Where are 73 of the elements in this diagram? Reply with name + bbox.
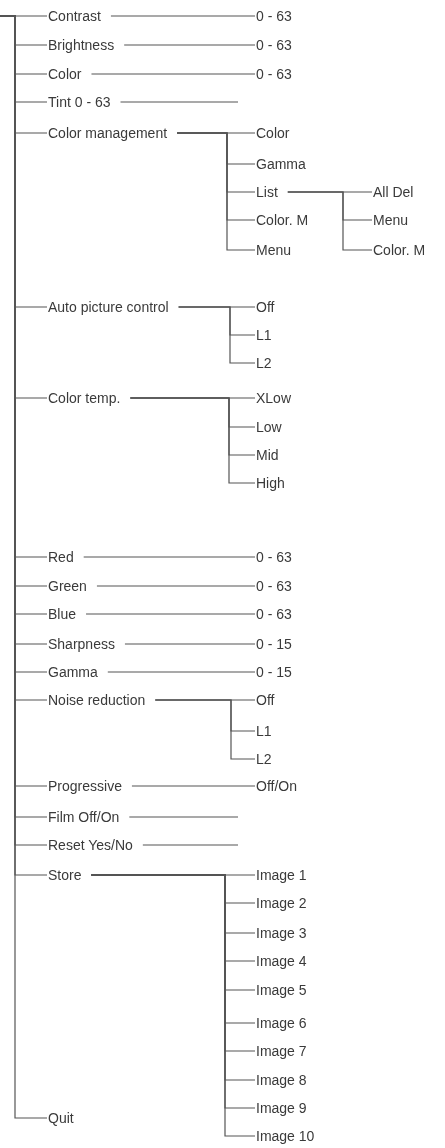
connector-line (96, 585, 256, 587)
connector-line (90, 73, 256, 75)
menu-label: List (256, 184, 278, 200)
menu-label: Color. M (256, 212, 309, 228)
menu-label: 0 - 63 (256, 66, 292, 82)
menu-label: Gamma (256, 156, 306, 172)
menu-label: Sharpness (48, 636, 115, 652)
connector-line (287, 191, 373, 251)
connector-line (128, 816, 239, 818)
menu-label: Auto picture control (48, 299, 169, 315)
menu-label: Progressive (48, 778, 122, 794)
connector-line (124, 643, 256, 645)
menu-label: Green (48, 578, 87, 594)
menu-label: Reset Yes/No (48, 837, 133, 853)
connector-line (0, 15, 48, 1119)
menu-label: Menu (256, 242, 292, 258)
menu-label: Image 6 (256, 1015, 307, 1031)
connector-line (119, 101, 239, 103)
menu-label: Low (256, 419, 282, 435)
menu-label: Tint 0 - 63 (48, 94, 111, 110)
menu-label: 0 - 63 (256, 8, 292, 24)
menu-label: Image 5 (256, 982, 307, 998)
menu-label: 0 - 63 (256, 606, 292, 622)
connector-line (142, 844, 239, 846)
menu-label: Menu (373, 212, 409, 228)
menu-label: Store (48, 867, 82, 883)
connector-line (176, 132, 256, 251)
menu-label: Gamma (48, 664, 98, 680)
menu-label: Color (256, 125, 290, 141)
menu-label: Color management (48, 125, 168, 141)
menu-label: L1 (256, 327, 272, 343)
menu-label: L2 (256, 355, 272, 371)
menu-label: Contrast (48, 8, 101, 24)
menu-label: Image 2 (256, 895, 307, 911)
menu-label: Image 10 (256, 1128, 315, 1144)
menu-label: 0 - 63 (256, 578, 292, 594)
menu-label: Noise reduction (48, 692, 146, 708)
menu-label: L2 (256, 751, 272, 767)
menu-label: 0 - 15 (256, 664, 292, 680)
connector-line (110, 15, 256, 17)
menu-label: 0 - 15 (256, 636, 292, 652)
menu-label: Off (256, 299, 275, 315)
menu-label: Color temp. (48, 390, 121, 406)
connector-line (85, 613, 256, 615)
connector-line (154, 699, 256, 760)
menu-label: Image 9 (256, 1100, 307, 1116)
menu-label: Off/On (256, 778, 297, 794)
menu-label: Color (48, 66, 82, 82)
menu-label: 0 - 63 (256, 549, 292, 565)
connector-line (129, 397, 256, 484)
menu-label: All Del (373, 184, 414, 200)
menu-label: Blue (48, 606, 77, 622)
connector-line (131, 785, 256, 787)
menu-label: Brightness (48, 37, 115, 53)
menu-label: 0 - 63 (256, 37, 292, 53)
menu-label: Quit (48, 1110, 74, 1126)
menu-label: Image 8 (256, 1072, 307, 1088)
menu-label: Image 1 (256, 867, 307, 883)
menu-label: XLow (256, 390, 292, 406)
connector-line (123, 44, 256, 46)
menu-label: Image 7 (256, 1043, 307, 1059)
menu-label: Color. M (373, 242, 426, 258)
menu-label: Image 4 (256, 953, 307, 969)
connector-line (107, 671, 256, 673)
menu-label: Image 3 (256, 925, 307, 941)
menu-label: Mid (256, 447, 279, 463)
menu-label: L1 (256, 723, 272, 739)
connector-line (178, 306, 256, 364)
connector-line (83, 556, 256, 558)
menu-label: Off (256, 692, 275, 708)
menu-label: High (256, 475, 285, 491)
menu-label: Red (48, 549, 74, 565)
menu-label: Film Off/On (48, 809, 120, 825)
